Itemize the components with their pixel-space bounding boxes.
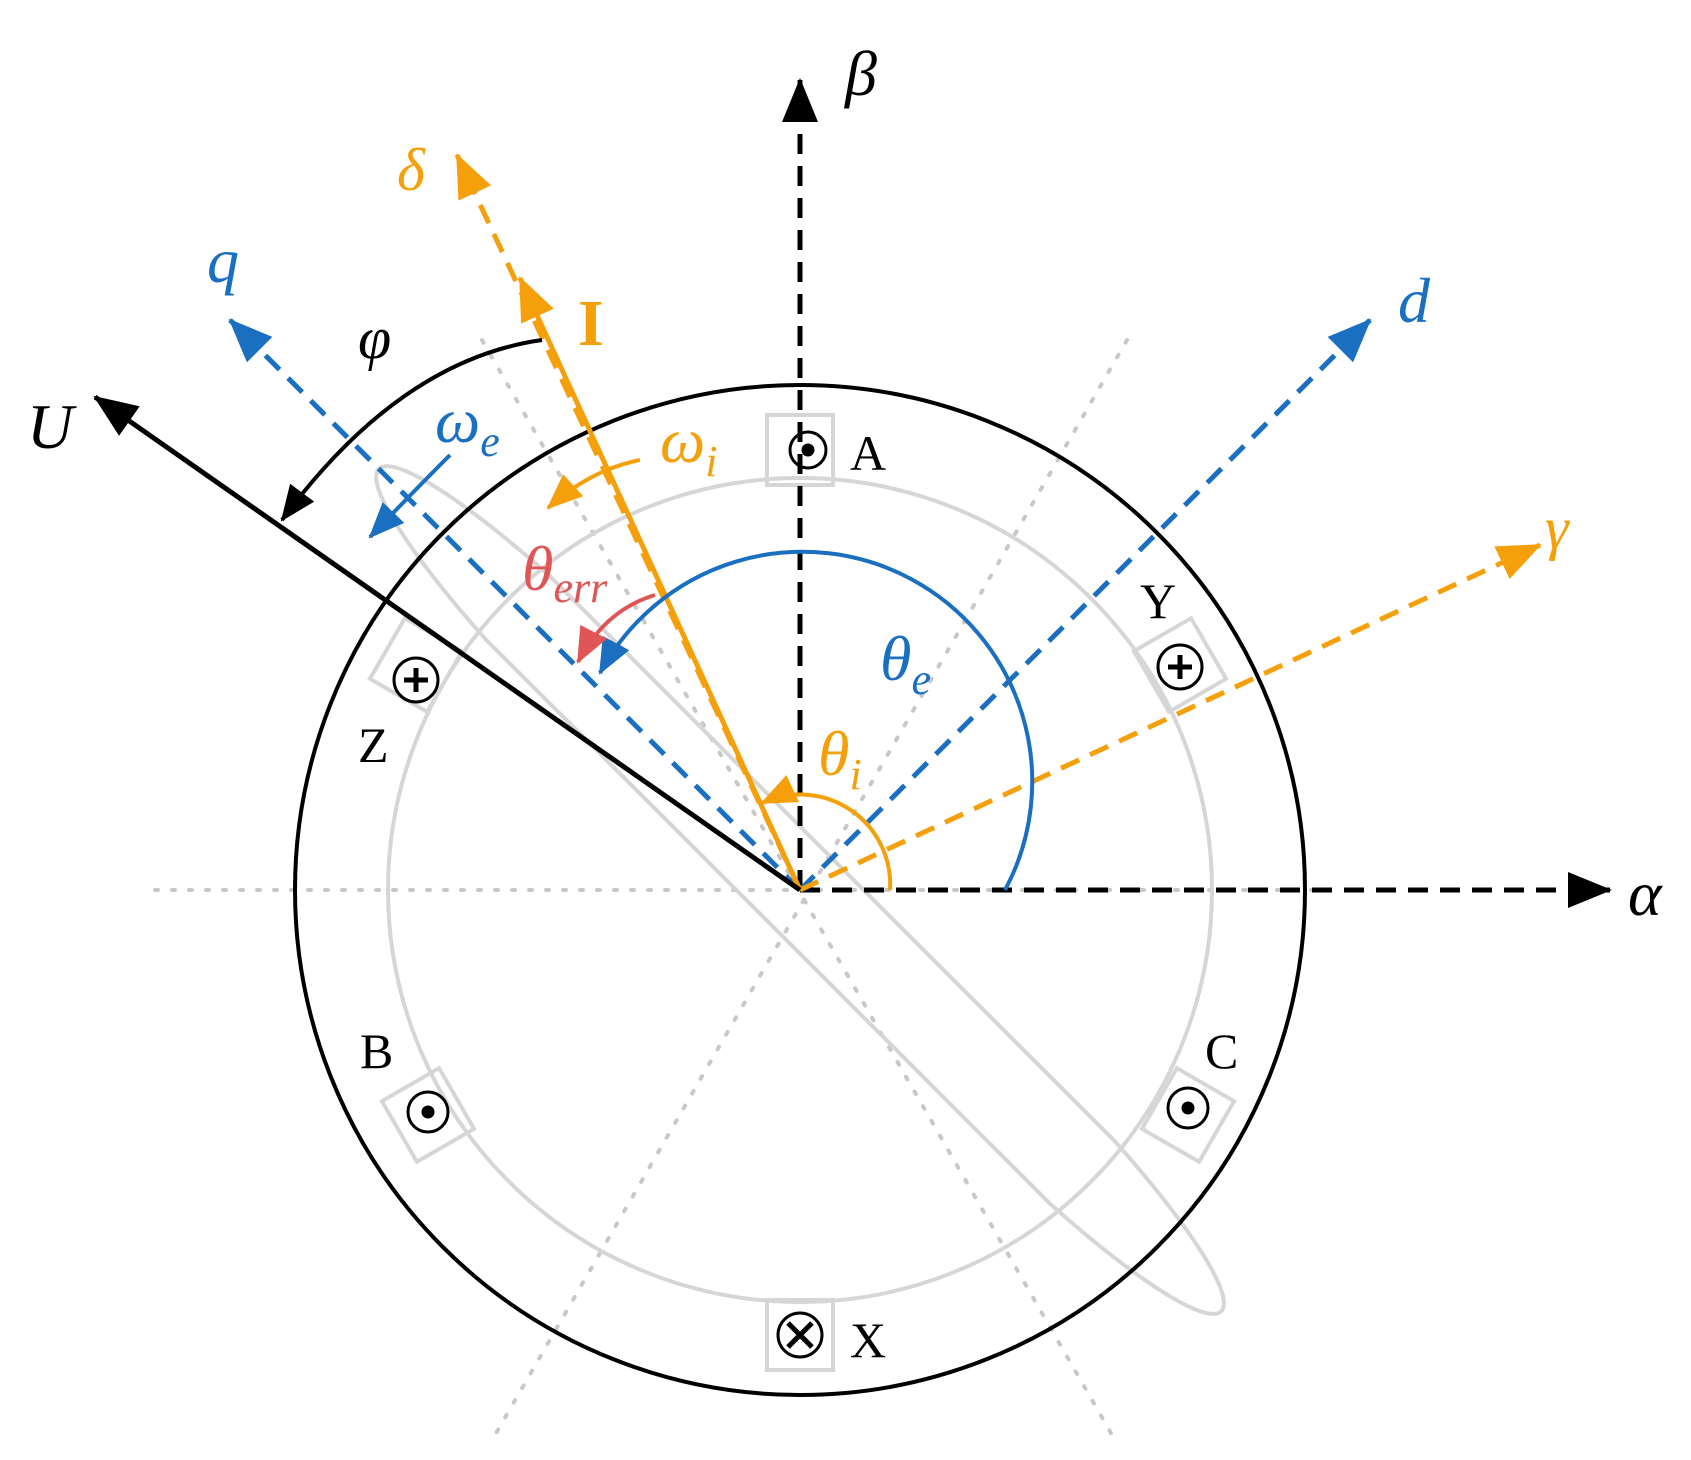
q-axis-label: q (207, 225, 239, 296)
phase-x-label: X (850, 1312, 886, 1368)
dot-in-circle-icon (1166, 1086, 1210, 1130)
alpha-axis-label: α (1628, 858, 1663, 929)
gamma-axis (798, 542, 1542, 893)
omega-e-label: ωe (435, 385, 500, 466)
dotted-line-150deg (480, 338, 1117, 1442)
omega-i-label: ωi (660, 405, 717, 486)
slot-x-box (765, 1298, 835, 1372)
labels: α β d q γ δ U I φ θe θi θerr ωe ωi A X Y… (27, 38, 1663, 1368)
phase-b-label: B (360, 1023, 393, 1079)
slot-z-box (367, 615, 465, 715)
rotor-outline (374, 464, 1226, 1316)
current-vector-label: I (578, 287, 604, 360)
omega-e-arc (368, 453, 452, 539)
cross-in-circle-icon (776, 1311, 824, 1359)
theta-err-label: θerr (522, 533, 608, 612)
cross-in-circle-icon (392, 656, 440, 704)
theta-i-arc (760, 775, 893, 891)
voltage-vector-label: U (27, 391, 77, 462)
d-axis (798, 318, 1372, 892)
theta-i-label: θi (818, 718, 862, 799)
stator-outer-circle (293, 383, 1307, 1397)
phase-y-label: Y (1140, 573, 1176, 629)
phase-c-label: C (1205, 1023, 1238, 1079)
slot-y-box (1131, 615, 1229, 715)
current-vector (517, 276, 803, 892)
motor-sketch (367, 413, 1237, 1372)
dot-in-circle-icon (788, 430, 828, 470)
slot-b-box (379, 1065, 477, 1165)
phase-z-label: Z (358, 717, 389, 773)
theta-e-label: θe (880, 623, 931, 704)
dot-in-circle-icon (406, 1090, 450, 1134)
delta-axis-label: δ (397, 137, 426, 203)
phi-label: φ (358, 305, 391, 371)
d-axis-label: d (1398, 265, 1431, 336)
beta-axis-label: β (843, 38, 877, 109)
cross-in-circle-icon (1156, 643, 1204, 691)
voltage-vector (93, 394, 802, 893)
conductor-symbols (392, 430, 1210, 1359)
q-axis (228, 318, 802, 892)
theta-e-arc (598, 549, 1035, 891)
phase-a-label: A (850, 425, 886, 481)
slot-a-box (765, 413, 835, 487)
theta-err-arc (576, 593, 656, 664)
omega-i-arc (546, 458, 641, 510)
gamma-axis-label: γ (1545, 495, 1570, 561)
slot-c-box (1139, 1065, 1237, 1165)
phi-arc (280, 338, 543, 522)
